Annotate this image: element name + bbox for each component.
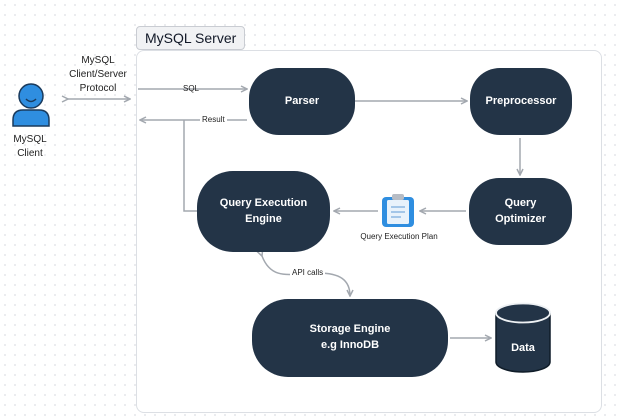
protocol-label: MySQL Client/Server Protocol (69, 55, 127, 94)
database-icon (495, 302, 551, 373)
parser-node[interactable]: Parser (249, 68, 355, 135)
query-optimizer-node[interactable]: Query Optimizer (469, 178, 572, 245)
query-execution-engine-node[interactable]: Query Execution Engine (197, 171, 330, 252)
result-edge-label: Result (200, 115, 227, 124)
user-icon (12, 83, 50, 127)
storage-engine-node[interactable]: Storage Engine e.g InnoDB (252, 299, 448, 377)
clipboard-icon (382, 194, 414, 227)
query-execution-engine-label: Query Execution Engine (219, 196, 308, 225)
preprocessor-label: Preprocessor (485, 94, 557, 107)
data-label: Data (511, 342, 535, 354)
query-optimizer-label: Query Optimizer (495, 196, 546, 225)
api-calls-label: API calls (290, 268, 326, 277)
sql-edge-label: SQL (183, 84, 200, 93)
plan-label: Query Execution Plan (360, 232, 438, 241)
preprocessor-node[interactable]: Preprocessor (470, 68, 572, 135)
client-label: MySQL Client (13, 134, 47, 159)
storage-engine-label: Storage Engine e.g InnoDB (309, 323, 391, 351)
engine-result-connector (183, 120, 197, 212)
server-title: MySQL Server (136, 26, 246, 50)
parser-label: Parser (284, 94, 320, 107)
